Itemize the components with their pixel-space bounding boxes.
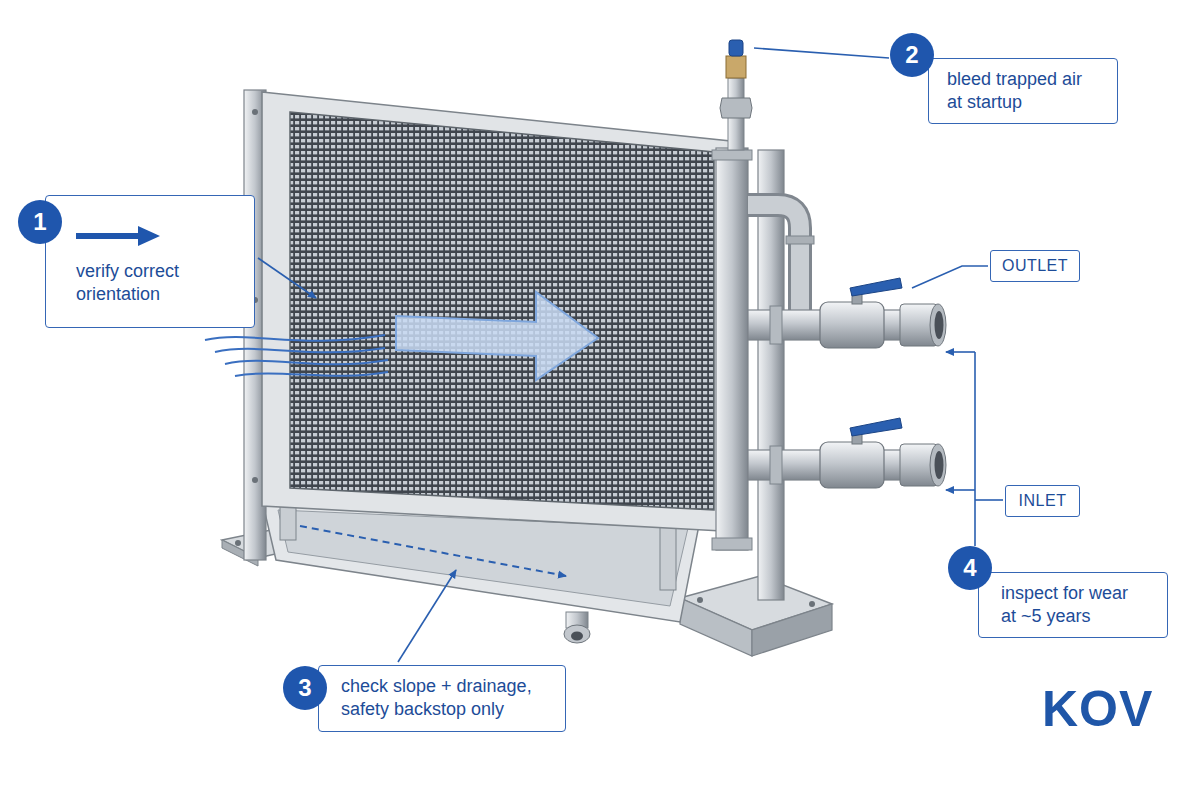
bleed-valve-part: [726, 56, 746, 78]
coil-frame-part: [262, 92, 740, 532]
port-label-box: OUTLET: [990, 250, 1080, 282]
callout-box: check slope + drainage, safety backstop …: [318, 665, 566, 732]
inlet-pipe-part: [850, 418, 902, 436]
outlet-pipe: [748, 278, 946, 348]
base-beam-part: [809, 601, 815, 607]
base-beam-part: [680, 598, 752, 656]
callout-box: inspect for wear at ~5 years: [978, 572, 1168, 638]
callout-box: bleed trapped air at startup: [928, 58, 1118, 124]
callout-text: check slope + drainage, safety backstop …: [341, 675, 553, 721]
bleed-valve-part: [720, 98, 752, 118]
bleed-valve: [720, 40, 752, 150]
coil-frame-part: [252, 109, 258, 115]
airflow-arrow-part: [215, 348, 385, 352]
outlet-pipe-part: [770, 306, 782, 344]
inlet-pipe: [748, 418, 946, 488]
header-pipe-part: [786, 236, 814, 244]
inlet-pipe-part: [930, 444, 946, 486]
base-beam-part: [697, 597, 703, 603]
leader-line-part: [946, 489, 975, 491]
coil-frame-part: [290, 112, 714, 510]
outlet-pipe-part: [820, 302, 884, 348]
outlet-pipe-part: [935, 311, 944, 339]
header-pipe-part: [748, 205, 800, 312]
callout-number-text: 3: [298, 674, 311, 702]
leader-line-part: [754, 48, 889, 58]
base-beam-part: [752, 604, 832, 656]
direction-arrow-icon-shape: [76, 226, 160, 246]
callout-text: verify correct orientation: [76, 260, 204, 306]
leader-line: [258, 48, 1003, 662]
drain-pan-part: [564, 625, 590, 643]
callout-number-text: 2: [905, 41, 918, 69]
outlet-pipe-part: [930, 304, 946, 346]
callout-number-text: 4: [963, 554, 976, 582]
airflow-arrow-part: [205, 335, 385, 341]
callout-text: OUTLET: [1002, 257, 1068, 275]
callout-number: 2: [890, 33, 934, 77]
drain-pan-part: [300, 526, 566, 576]
leader-line-part: [258, 258, 316, 298]
header-pipe: [712, 148, 814, 550]
port-label-box: INLET: [1005, 485, 1080, 517]
bleed-valve-part: [729, 40, 743, 56]
inlet-pipe-part: [770, 446, 782, 484]
outlet-pipe-part: [850, 278, 902, 296]
drain-pan-part: [571, 632, 583, 641]
airflow-arrow: [205, 292, 598, 380]
leader-line-part: [912, 266, 988, 288]
callout-number: 4: [948, 546, 992, 590]
leader-line-part: [946, 351, 975, 353]
inlet-pipe-part: [935, 451, 944, 479]
base-beam-part: [235, 540, 241, 546]
header-pipe-part: [748, 205, 800, 312]
leader-line-part: [975, 499, 1003, 501]
callout-text: inspect for wear at ~5 years: [1001, 582, 1147, 628]
header-pipe-part: [716, 148, 748, 550]
airflow-arrow-part: [225, 360, 388, 364]
airflow-arrow-part: [396, 292, 598, 380]
brand-logo: KOV: [1042, 680, 1153, 738]
direction-arrow-icon: [74, 224, 164, 248]
callout-number-text: 1: [33, 208, 46, 236]
coil-frame-part: [758, 150, 784, 600]
callout-number: 1: [18, 200, 62, 244]
callout-text: bleed trapped air at startup: [947, 68, 1097, 114]
leader-line-part: [974, 352, 976, 546]
callout-number: 3: [283, 666, 327, 710]
leader-line-part: [398, 570, 456, 662]
inlet-pipe-part: [820, 442, 884, 488]
airflow-arrow-part: [235, 372, 388, 376]
header-pipe-part: [712, 538, 752, 550]
coil-frame-part: [252, 477, 258, 483]
callout-text: INLET: [1019, 492, 1067, 510]
header-pipe-part: [712, 150, 752, 160]
coil-frame: [244, 90, 784, 600]
callout-box: verify correct orientation: [45, 195, 255, 328]
